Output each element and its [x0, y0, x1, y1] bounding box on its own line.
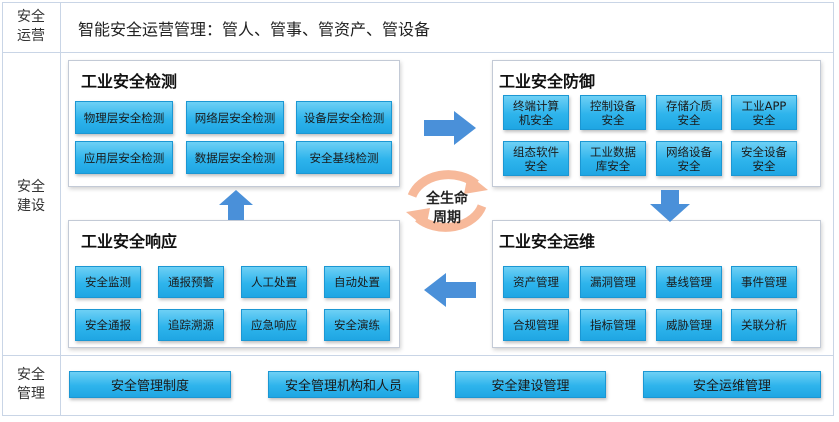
response-item: 自动处置 — [324, 266, 390, 298]
maintenance-title: 工业安全运维 — [499, 232, 596, 251]
defense-item: 组态软件安全 — [503, 141, 569, 176]
divider-management — [2, 355, 834, 356]
detection-item: 网络层安全检测 — [186, 101, 284, 134]
management-item: 安全管理机构和人员 — [268, 371, 419, 398]
response-item: 人工处置 — [241, 266, 307, 298]
management-item: 安全运维管理 — [643, 371, 821, 398]
operations-title: 智能安全运营管理：管人、管事、管资产、管设备 — [78, 20, 431, 39]
divider-operations — [2, 52, 834, 53]
response-item: 安全演练 — [324, 309, 390, 341]
cycle-icon — [406, 170, 488, 232]
response-title: 工业安全响应 — [81, 232, 178, 251]
detection-item: 安全基线检测 — [296, 141, 392, 174]
maintenance-item: 指标管理 — [580, 309, 646, 341]
response-item: 安全监测 — [75, 266, 141, 298]
detection-item: 应用层安全检测 — [75, 141, 173, 174]
detection-item: 数据层安全检测 — [186, 141, 284, 174]
sidebar-label-construction: 安全 建设 — [17, 179, 45, 214]
arrow-up-icon — [219, 190, 253, 220]
defense-item: 工业数据库安全 — [580, 141, 646, 176]
response-item: 应急响应 — [241, 309, 307, 341]
maintenance-item: 漏洞管理 — [580, 266, 646, 298]
management-item: 安全建设管理 — [455, 371, 606, 398]
detection-item: 物理层安全检测 — [75, 101, 173, 134]
outer-frame — [2, 2, 834, 416]
response-item: 通报预警 — [158, 266, 224, 298]
lifecycle-label: 全生命 周期 — [426, 191, 468, 226]
defense-item: 安全设备安全 — [731, 141, 797, 176]
sidebar-label-operations: 安全 运营 — [17, 9, 45, 44]
maintenance-item: 基线管理 — [656, 266, 722, 298]
maintenance-item: 合规管理 — [503, 309, 569, 341]
detection-title: 工业安全检测 — [81, 72, 178, 91]
maintenance-item: 资产管理 — [503, 266, 569, 298]
maintenance-item: 关联分析 — [731, 309, 797, 341]
response-item: 安全通报 — [75, 309, 141, 341]
arrow-right-icon — [424, 111, 476, 145]
divider-sidebar — [60, 2, 61, 416]
response-item: 追踪溯源 — [158, 309, 224, 341]
defense-item: 控制设备安全 — [580, 95, 646, 130]
defense-item: 存储介质安全 — [656, 95, 722, 130]
defense-item: 网络设备安全 — [656, 141, 722, 176]
defense-item: 终端计算机安全 — [503, 95, 569, 130]
management-item: 安全管理制度 — [69, 371, 231, 398]
maintenance-item: 威胁管理 — [656, 309, 722, 341]
maintenance-item: 事件管理 — [731, 266, 797, 298]
sidebar-label-management: 安全 管理 — [17, 367, 45, 402]
defense-title: 工业安全防御 — [499, 72, 596, 91]
arrow-down-icon — [650, 190, 690, 222]
detection-item: 设备层安全检测 — [296, 101, 392, 134]
arrow-left-icon — [424, 273, 476, 307]
